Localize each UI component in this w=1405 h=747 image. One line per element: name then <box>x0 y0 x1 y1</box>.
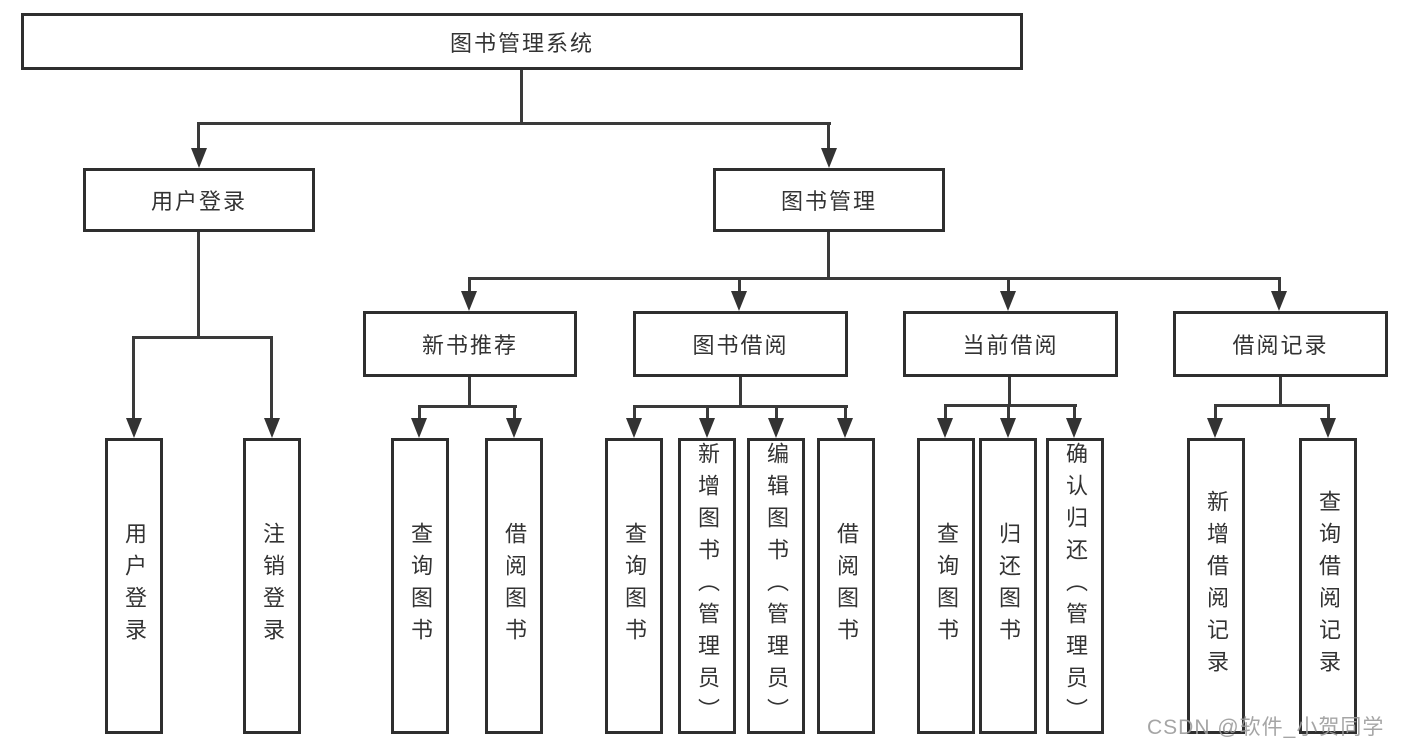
arrow-to-query-books-1 <box>411 418 427 438</box>
leaf-label: 查询借阅记录 <box>1316 490 1341 682</box>
arrow-to-confirm-return <box>1066 418 1082 438</box>
node-current-borrow: 当前借阅 <box>903 311 1118 377</box>
connector-drop <box>418 405 421 420</box>
leaf-user-login: 用户登录 <box>105 438 163 734</box>
connector-root-rail <box>197 122 831 125</box>
leaf-query-books-recommend: 查询图书 <box>391 438 449 734</box>
connector-user-login-rail <box>132 336 273 339</box>
node-new-book-recommend: 新书推荐 <box>363 311 577 377</box>
leaf-label: 借阅图书 <box>502 522 527 650</box>
leaf-query-books-borrow: 查询图书 <box>605 438 663 734</box>
leaf-borrow-books-recommend: 借阅图书 <box>485 438 543 734</box>
connector-new-book-stem <box>468 377 471 405</box>
leaf-label: 注销登录 <box>260 522 285 650</box>
connector-drop-book-management <box>827 122 830 152</box>
arrow-to-borrow-books-2 <box>837 418 853 438</box>
connector-drop <box>633 405 636 420</box>
leaf-add-books-admin: 新增图书（管理员） <box>678 438 736 734</box>
arrow-to-add-books <box>699 418 715 438</box>
leaf-label: 确认归还（管理员） <box>1063 442 1088 730</box>
arrow-to-query-books-3 <box>937 418 953 438</box>
arrow-to-leaf-logout <box>264 418 280 438</box>
connector-book-management-rail <box>468 277 1281 280</box>
arrow-to-edit-books <box>768 418 784 438</box>
connector-drop-borrow-records <box>1278 277 1281 293</box>
connector-drop <box>706 405 709 420</box>
connector-borrow-records-rail <box>1214 404 1330 407</box>
leaf-query-books-current: 查询图书 <box>917 438 975 734</box>
leaf-label: 查询图书 <box>622 522 647 650</box>
connector-drop-leaf-logout <box>270 336 273 420</box>
leaf-label: 新增图书（管理员） <box>695 442 720 730</box>
arrow-to-user-login <box>191 148 207 168</box>
connector-book-borrow-rail <box>633 405 848 408</box>
connector-user-login-stem <box>197 232 200 336</box>
leaf-confirm-return-admin: 确认归还（管理员） <box>1046 438 1104 734</box>
connector-drop <box>1214 404 1217 420</box>
connector-root-stem <box>520 70 523 122</box>
leaf-edit-books-admin: 编辑图书（管理员） <box>747 438 805 734</box>
connector-new-book-rail <box>418 405 517 408</box>
connector-book-borrow-stem <box>739 377 742 405</box>
arrow-to-query-record <box>1320 418 1336 438</box>
connector-drop-book-borrow <box>738 277 741 293</box>
leaf-label: 借阅图书 <box>834 522 859 650</box>
connector-drop-leaf-user-login <box>132 336 135 420</box>
node-library-management-system: 图书管理系统 <box>21 13 1023 70</box>
arrow-to-query-books-2 <box>626 418 642 438</box>
leaf-add-borrow-record: 新增借阅记录 <box>1187 438 1245 734</box>
leaf-label: 查询图书 <box>408 522 433 650</box>
connector-drop <box>775 405 778 420</box>
connector-drop <box>1327 404 1330 420</box>
leaf-label: 新增借阅记录 <box>1204 490 1229 682</box>
arrow-to-book-borrow <box>731 291 747 311</box>
connector-drop <box>513 405 516 420</box>
arrow-to-leaf-user-login <box>126 418 142 438</box>
leaf-borrow-books-borrow: 借阅图书 <box>817 438 875 734</box>
connector-drop <box>844 405 847 420</box>
node-book-borrow: 图书借阅 <box>633 311 848 377</box>
connector-current-borrow-stem <box>1008 377 1011 404</box>
leaf-query-borrow-record: 查询借阅记录 <box>1299 438 1357 734</box>
connector-drop-user-login <box>197 122 200 152</box>
leaf-label: 用户登录 <box>122 522 147 650</box>
arrow-to-borrow-records <box>1271 291 1287 311</box>
leaf-logout: 注销登录 <box>243 438 301 734</box>
arrow-to-return-books <box>1000 418 1016 438</box>
arrow-to-current-borrow <box>1000 291 1016 311</box>
connector-drop <box>1007 404 1010 420</box>
connector-drop <box>944 404 947 420</box>
connector-drop-current-borrow <box>1007 277 1010 293</box>
csdn-watermark: CSDN @软件_小贺同学 <box>1147 716 1385 739</box>
arrow-to-book-management <box>821 148 837 168</box>
arrow-to-new-book <box>461 291 477 311</box>
node-user-login: 用户登录 <box>83 168 315 232</box>
arrow-to-borrow-books-1 <box>506 418 522 438</box>
leaf-label: 查询图书 <box>934 522 959 650</box>
connector-drop <box>1073 404 1076 420</box>
leaf-label: 归还图书 <box>996 522 1021 650</box>
node-book-management: 图书管理 <box>713 168 945 232</box>
node-borrow-records: 借阅记录 <box>1173 311 1388 377</box>
connector-borrow-records-stem <box>1279 377 1282 404</box>
connector-current-borrow-rail <box>944 404 1077 407</box>
connector-drop-new-book <box>468 277 471 293</box>
leaf-return-books: 归还图书 <box>979 438 1037 734</box>
arrow-to-add-record <box>1207 418 1223 438</box>
leaf-label: 编辑图书（管理员） <box>764 442 789 730</box>
connector-book-management-stem <box>827 232 830 277</box>
